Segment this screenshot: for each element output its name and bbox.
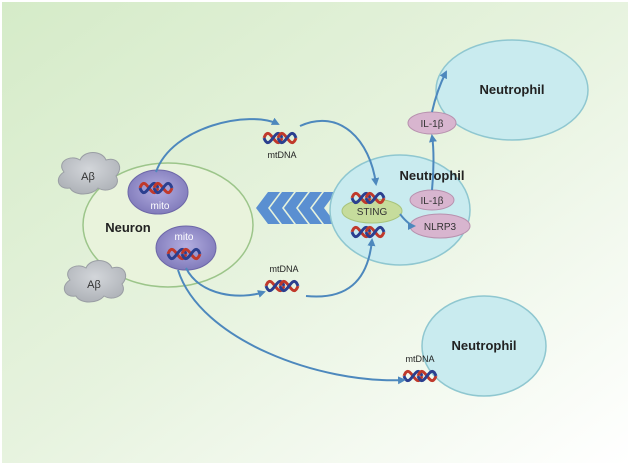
arrow-il1b-to-neutrophil-top (431, 70, 447, 113)
chevron-arrows-left-icon (256, 192, 336, 224)
arrow-mtdna-top-to-sting (299, 119, 380, 186)
arrow-mtdna-middle-to-sting (305, 238, 376, 298)
amyloid-beta-cloud-bottom (63, 260, 127, 303)
neutrophil-cell-top (435, 39, 589, 141)
mtdna-label-top: mtDNA (268, 150, 297, 160)
neutrophil-label-top: Neutrophil (480, 82, 545, 97)
mito-label-bottom: mito (175, 232, 194, 243)
arrows (155, 70, 447, 385)
il1b-label-inner: IL-1β (421, 196, 444, 207)
arrow-il1b-inner-to-outer (429, 134, 437, 191)
abeta-label-top: Aβ (81, 171, 95, 183)
neutrophil-label-bottom: Neutrophil (452, 338, 517, 353)
mtdna-label-middle: mtDNA (270, 264, 299, 274)
mtdna-label-bottom: mtDNA (406, 354, 435, 364)
arrow-mito-to-mtdna-bottom (177, 269, 406, 385)
sting-label: STING (357, 207, 388, 218)
sting-protein (341, 198, 403, 224)
abeta-label-bottom: Aβ (87, 279, 101, 291)
amyloid-beta-cloud-top (57, 152, 121, 195)
neutrophil-label-center: Neutrophil (400, 168, 465, 183)
arrow-mito-to-mtdna-middle (185, 267, 266, 298)
arrow-sting-to-nlrp3 (399, 213, 416, 230)
il1b-label-outer: IL-1β (421, 119, 444, 130)
neutrophil-cell-bottom (421, 295, 547, 397)
mito-label-top: mito (151, 201, 170, 212)
arrow-mito-to-mtdna-top (155, 117, 280, 173)
nlrp3-label: NLRP3 (424, 222, 457, 233)
neuron-label: Neuron (105, 220, 151, 235)
